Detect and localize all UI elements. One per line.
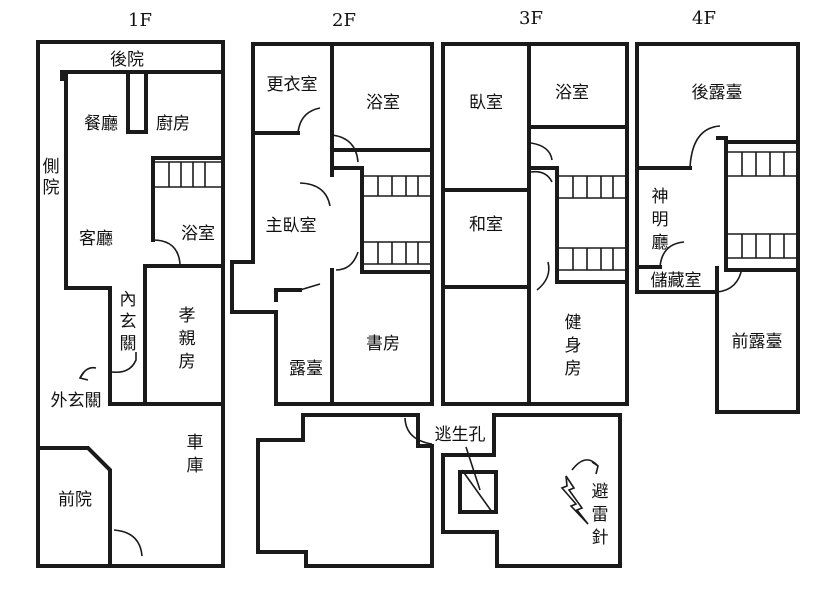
svg-text:明: 明: [652, 210, 669, 230]
label-shrine-room: 神 明 廳: [652, 187, 669, 253]
label-dining: 餐廳: [84, 114, 118, 134]
floor-4f-doors: [659, 125, 743, 293]
label-parents-room: 孝 親 房: [179, 306, 196, 372]
label-terrace: 露臺: [289, 359, 323, 379]
floor-3f-stairs: [559, 175, 625, 271]
floor-1f-walls: [36, 40, 225, 568]
lightning-icon: [560, 459, 599, 525]
label-1f-bath: 浴室: [181, 224, 215, 244]
label-front-terrace: 前露臺: [732, 332, 783, 352]
floor-1f-stairs: [155, 161, 221, 188]
svg-text:房: 房: [565, 359, 582, 379]
svg-text:身: 身: [565, 336, 582, 356]
floor-4f-stairs: [728, 151, 796, 259]
floor-2f-walls: [230, 42, 434, 568]
label-3f-bath: 浴室: [555, 83, 589, 103]
svg-text:院: 院: [43, 178, 60, 198]
label-master-bedroom: 主臥室: [266, 216, 317, 236]
floor-1f-doors: [78, 239, 181, 557]
label-garage: 車 庫: [187, 433, 204, 476]
escape-hatch-leader: [465, 446, 481, 491]
svg-text:雷: 雷: [592, 505, 609, 525]
label-2f-bath: 浴室: [366, 93, 400, 113]
svg-text:避: 避: [592, 482, 609, 502]
svg-text:關: 關: [120, 334, 137, 354]
label-side-yard: 側 院: [43, 157, 60, 198]
floor-title-4f: 4F: [692, 8, 716, 29]
svg-text:針: 針: [592, 528, 609, 548]
label-3f-bedroom: 臥室: [469, 93, 503, 113]
label-gym: 健 身 房: [565, 313, 582, 379]
label-inner-entry: 內 玄 關: [120, 290, 137, 354]
floor-title-1f: 1F: [128, 10, 152, 31]
floor-2f-doors: [297, 107, 433, 445]
svg-text:玄: 玄: [120, 312, 137, 332]
floor-title-3f: 3F: [519, 8, 543, 29]
svg-text:側: 側: [43, 157, 60, 177]
svg-text:廳: 廳: [652, 233, 669, 253]
floor-3f-walls: [441, 42, 629, 568]
label-escape-hatch: 逃生孔: [435, 425, 486, 445]
label-dressing: 更衣室: [267, 75, 318, 95]
floor-3f-doors: [461, 142, 553, 513]
label-outer-entry: 外玄關: [51, 391, 102, 411]
label-kitchen: 廚房: [156, 113, 190, 134]
svg-text:孝: 孝: [179, 306, 196, 326]
label-study: 書房: [366, 334, 400, 354]
floor-2f-stairs: [364, 175, 430, 265]
svg-text:內: 內: [120, 290, 137, 310]
svg-text:神: 神: [652, 187, 669, 207]
svg-text:健: 健: [565, 313, 582, 333]
label-lightning-rod: 避 雷 針: [592, 482, 609, 548]
label-living: 客廳: [79, 229, 113, 249]
floor-4f-walls: [635, 42, 800, 414]
label-rear-terrace: 後露臺: [692, 83, 743, 103]
label-front-yard: 前院: [58, 490, 92, 510]
label-storage: 儲藏室: [651, 271, 702, 291]
label-japanese-room: 和室: [469, 215, 503, 235]
svg-text:親: 親: [179, 329, 196, 349]
svg-text:車: 車: [187, 433, 204, 453]
floor-title-2f: 2F: [332, 10, 356, 31]
label-back-yard: 後院: [110, 50, 144, 70]
svg-text:庫: 庫: [187, 456, 204, 476]
svg-text:房: 房: [179, 352, 196, 372]
